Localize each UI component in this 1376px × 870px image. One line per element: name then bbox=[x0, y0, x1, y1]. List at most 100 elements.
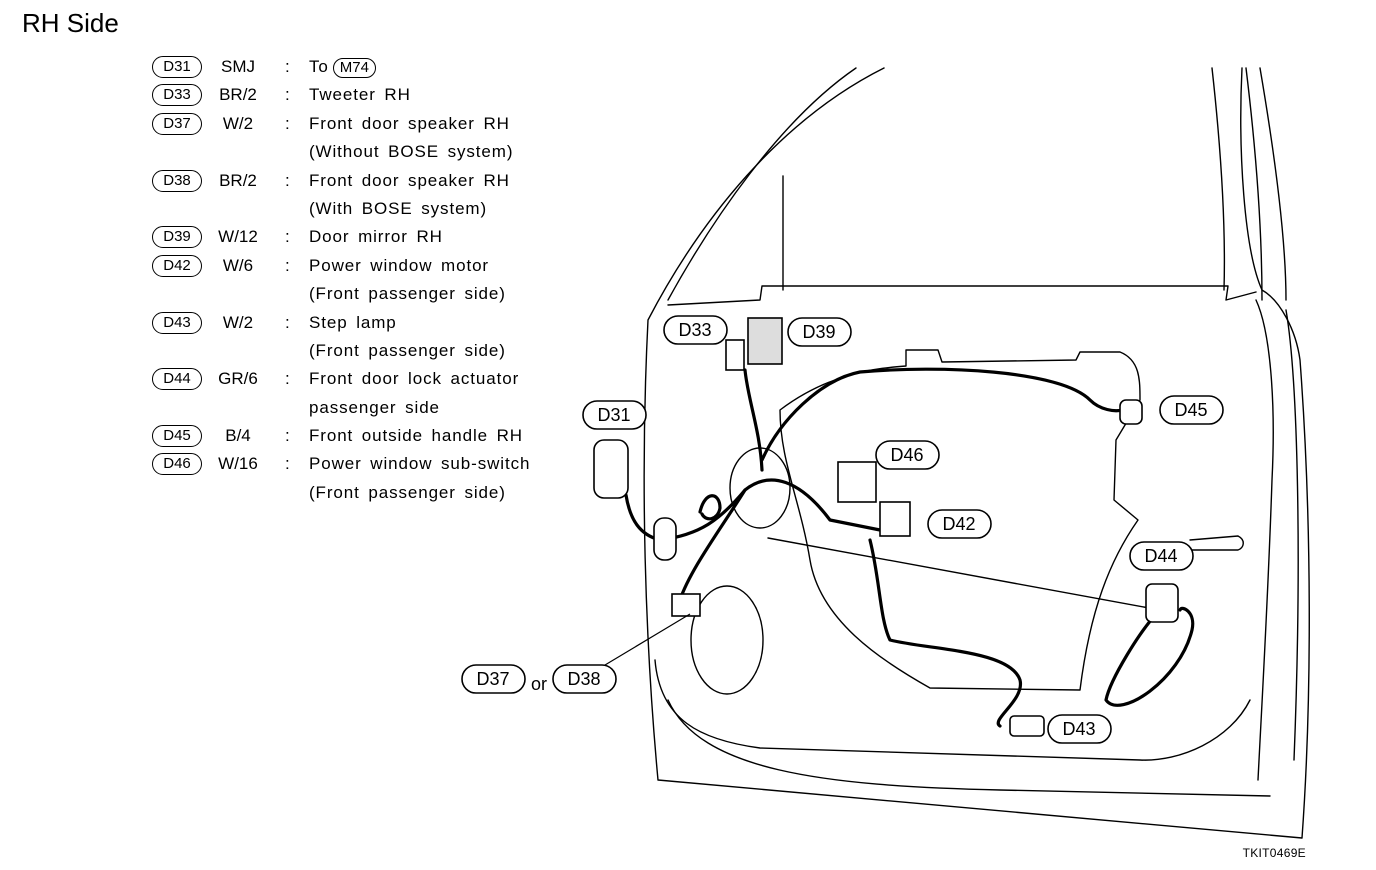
harness-main bbox=[624, 478, 882, 542]
callout-d42-pill bbox=[927, 509, 992, 539]
connector-code: D31 bbox=[152, 56, 202, 78]
callout-d44: D44 bbox=[1144, 546, 1177, 566]
d46-connector bbox=[837, 461, 877, 503]
wire-spec: B/4 bbox=[225, 426, 251, 446]
d31-connector bbox=[593, 439, 629, 499]
harness-top bbox=[760, 367, 1124, 462]
separator: : bbox=[285, 170, 290, 190]
connector-description: Power window motor bbox=[309, 255, 489, 275]
connector-description: Front door lock actuator bbox=[309, 369, 520, 389]
connector-code: D43 bbox=[152, 311, 202, 334]
lock-rod bbox=[767, 537, 1161, 611]
connector-description-continued: (Without BOSE system) bbox=[309, 142, 514, 162]
d45-connector bbox=[1119, 399, 1143, 425]
harness-loop bbox=[698, 494, 722, 521]
callout-d31-pill bbox=[582, 400, 647, 430]
callout-d37: D37 bbox=[476, 669, 509, 689]
lower-sill-2 bbox=[667, 699, 1271, 797]
callout-d38: D38 bbox=[567, 669, 600, 689]
belt-line bbox=[667, 285, 1257, 306]
connector-code: D44 bbox=[152, 368, 202, 391]
callout-d42: D42 bbox=[942, 514, 975, 534]
door-frame-right bbox=[1211, 67, 1226, 291]
callout-d31: D31 bbox=[597, 405, 630, 425]
separator: : bbox=[285, 454, 290, 474]
harness-down bbox=[678, 488, 747, 602]
separator: : bbox=[285, 426, 290, 446]
page-title: RH Side bbox=[22, 8, 119, 38]
callout-d45: D45 bbox=[1174, 400, 1207, 420]
connector-code: D46 bbox=[152, 453, 202, 476]
connector-description: Tweeter RH bbox=[309, 85, 411, 105]
wire-spec: SMJ bbox=[221, 57, 255, 76]
lower-sill bbox=[654, 659, 1251, 761]
leader-d37 bbox=[599, 613, 691, 669]
handle-slot bbox=[1189, 535, 1244, 551]
separator: : bbox=[285, 369, 290, 389]
connector-description: Front door speaker RH bbox=[309, 170, 510, 190]
d37-connector bbox=[671, 593, 701, 617]
d33-connector bbox=[725, 339, 745, 371]
separator: : bbox=[285, 113, 290, 133]
d44-connector bbox=[1145, 583, 1179, 623]
connector-description: Power window sub-switch bbox=[309, 454, 531, 474]
callout-d45-pill bbox=[1159, 395, 1224, 425]
callouts bbox=[461, 315, 1224, 744]
connector-description: Step lamp bbox=[309, 312, 397, 332]
connector-description-continued: (Front passenger side) bbox=[309, 284, 506, 304]
wire-spec: W/12 bbox=[218, 227, 258, 247]
connector-description: Front outside handle RH bbox=[309, 426, 523, 446]
wire-spec: W/2 bbox=[222, 113, 254, 133]
access-panel bbox=[779, 349, 1141, 691]
d43-connector bbox=[1009, 715, 1045, 737]
wire-spec: BR/2 bbox=[219, 85, 257, 105]
connector-code: D37 bbox=[152, 112, 202, 135]
connector-description-continued: (With BOSE system) bbox=[309, 198, 488, 218]
speaker-opening bbox=[690, 585, 764, 695]
harness-to-d33 bbox=[743, 368, 764, 472]
reference-connector: M74 bbox=[332, 58, 376, 78]
callout-d46: D46 bbox=[890, 445, 923, 465]
connector-code: D39 bbox=[152, 226, 202, 249]
d42-connector bbox=[879, 501, 911, 537]
wire-spec: W/6 bbox=[222, 255, 254, 275]
callout-d43: D43 bbox=[1062, 719, 1095, 739]
inner-panel-right bbox=[1255, 299, 1274, 781]
connector-description-continued: (Front passenger side) bbox=[309, 340, 506, 360]
connector-description-continued: passenger side bbox=[309, 397, 440, 417]
d31-grommet bbox=[653, 517, 677, 561]
wire-spec: BR/2 bbox=[219, 170, 257, 190]
callout-d39: D39 bbox=[802, 322, 835, 342]
separator: : bbox=[285, 85, 290, 105]
callout-d43-pill bbox=[1047, 714, 1112, 744]
door-outline bbox=[643, 67, 1310, 839]
callout-d33-pill bbox=[663, 315, 728, 345]
door-frame-right-3 bbox=[1259, 67, 1287, 301]
wire-spec: W/2 bbox=[222, 312, 254, 332]
callout-d38-pill bbox=[552, 664, 617, 694]
description-text: To bbox=[309, 57, 329, 76]
separator: : bbox=[285, 227, 290, 247]
wire-spec: W/16 bbox=[218, 454, 258, 474]
callout-d44-pill bbox=[1129, 541, 1194, 571]
wire-spec: GR/6 bbox=[218, 369, 258, 389]
callout-d37-pill bbox=[461, 664, 526, 694]
door-outline-inner bbox=[667, 67, 857, 301]
separator: : bbox=[285, 57, 290, 76]
connector-description: Front door speaker RH bbox=[309, 113, 510, 133]
connector-description-continued: (Front passenger side) bbox=[309, 482, 506, 502]
connector-code: D42 bbox=[152, 254, 202, 277]
connector-code: D33 bbox=[152, 84, 202, 107]
harness-lower bbox=[868, 538, 1022, 728]
callout-d33: D33 bbox=[678, 320, 711, 340]
connector-code: D45 bbox=[152, 425, 202, 448]
connector-description: Door mirror RH bbox=[309, 227, 443, 247]
callout-d46-pill bbox=[875, 440, 940, 470]
connector-code: D38 bbox=[152, 169, 202, 192]
separator: : bbox=[285, 312, 290, 332]
harness-d44 bbox=[1104, 606, 1195, 707]
figure-reference: TKIT0469E bbox=[1242, 846, 1306, 860]
callout-or: or bbox=[531, 674, 547, 694]
